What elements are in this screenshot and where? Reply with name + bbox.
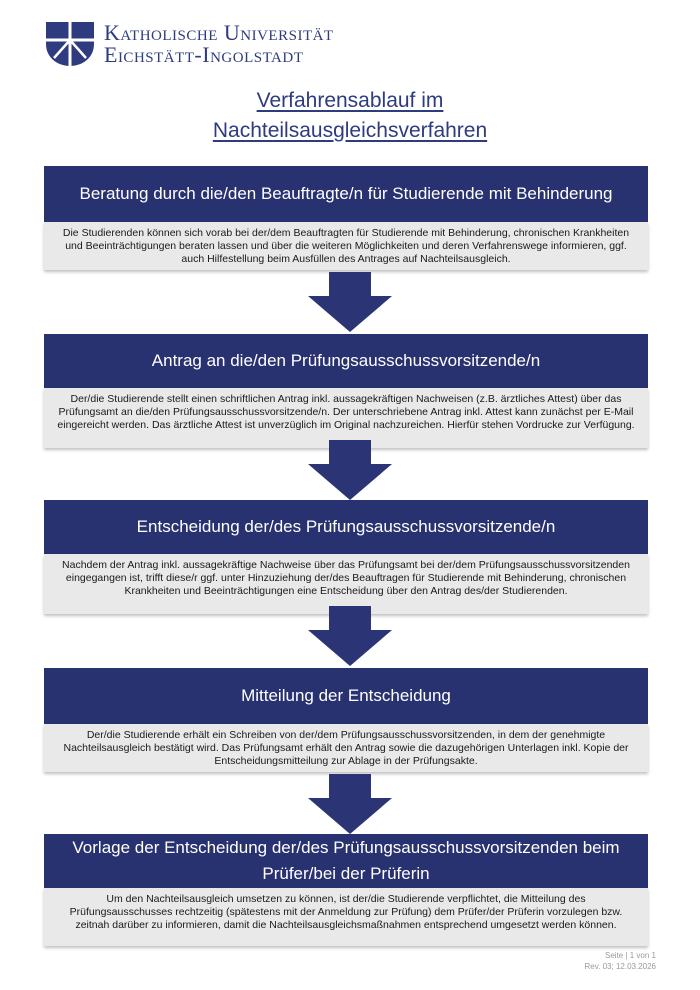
- step-description: Um den Nachteilsausgleich umsetzen zu kö…: [44, 888, 648, 946]
- step-description: Der/die Studierende stellt einen schrift…: [44, 388, 648, 448]
- process-step-2: Antrag an die/den Prüfungsausschussvorsi…: [44, 334, 648, 448]
- process-step-3: Entscheidung der/des Prüfungsausschussvo…: [44, 500, 648, 614]
- step-description: Nachdem der Antrag inkl. aussagekräftige…: [44, 554, 648, 614]
- university-header: Katholische Universität Eichstätt-Ingols…: [44, 18, 334, 70]
- revision-info: Rev. 03; 12.03.2026: [584, 962, 656, 971]
- step-heading: Vorlage der Entscheidung der/des Prüfung…: [44, 834, 648, 888]
- down-arrow-icon: [308, 774, 392, 834]
- down-arrow-icon: [308, 606, 392, 666]
- page-title-line1: Verfahrensablauf im: [256, 89, 444, 112]
- page-footer: Seite | 1 von 1 Rev. 03; 12.03.2026: [585, 950, 656, 972]
- step-heading: Beratung durch die/den Beauftragte/n für…: [44, 166, 648, 222]
- step-heading: Antrag an die/den Prüfungsausschussvorsi…: [44, 334, 648, 388]
- step-heading: Entscheidung der/des Prüfungsausschussvo…: [44, 500, 648, 554]
- step-heading: Mitteilung der Entscheidung: [44, 668, 648, 724]
- process-step-4: Mitteilung der Entscheidung Der/die Stud…: [44, 668, 648, 772]
- university-logo-icon: [46, 22, 94, 66]
- university-name-line1: Katholische Universität: [104, 19, 334, 45]
- down-arrow-icon: [308, 272, 392, 332]
- page-title-line2: Nachteilsausgleichsverfahren: [212, 119, 488, 142]
- process-step-1: Beratung durch die/den Beauftragte/n für…: [44, 166, 648, 270]
- university-name: Katholische Universität Eichstätt-Ingols…: [104, 19, 334, 67]
- down-arrow-icon: [308, 440, 392, 500]
- step-description: Der/die Studierende erhält ein Schreiben…: [44, 724, 648, 772]
- step-description: Die Studierenden können sich vorab bei d…: [44, 222, 648, 270]
- university-name-line2: Eichstätt-Ingolstadt: [104, 42, 304, 67]
- page-number: Seite | 1 von 1: [605, 951, 656, 960]
- process-step-5: Vorlage der Entscheidung der/des Prüfung…: [44, 834, 648, 946]
- page-title: Verfahrensablauf im Nachteilsausgleichsv…: [0, 86, 700, 146]
